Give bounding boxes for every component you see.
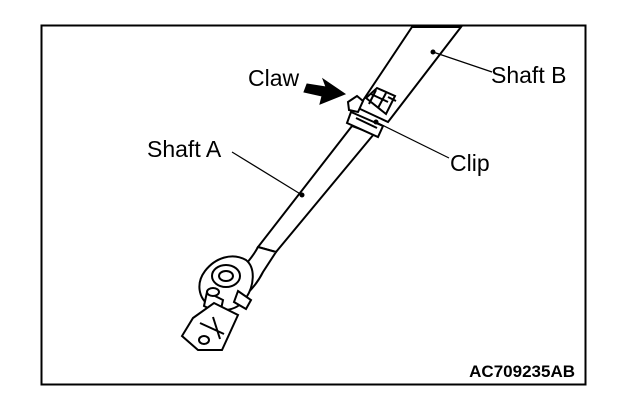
label-shaft-b: Shaft B <box>491 62 566 88</box>
claw-tab <box>346 94 365 114</box>
clip-assembly <box>345 86 397 139</box>
label-clip: Clip <box>450 150 490 176</box>
universal-joint <box>180 245 278 351</box>
label-claw: Claw <box>248 65 300 91</box>
leader-dots <box>299 49 436 198</box>
label-shaft-a: Shaft A <box>147 136 222 162</box>
figure-code: AC709235AB <box>469 362 575 381</box>
claw-arrow <box>303 77 347 105</box>
leader-lines <box>231 51 493 196</box>
